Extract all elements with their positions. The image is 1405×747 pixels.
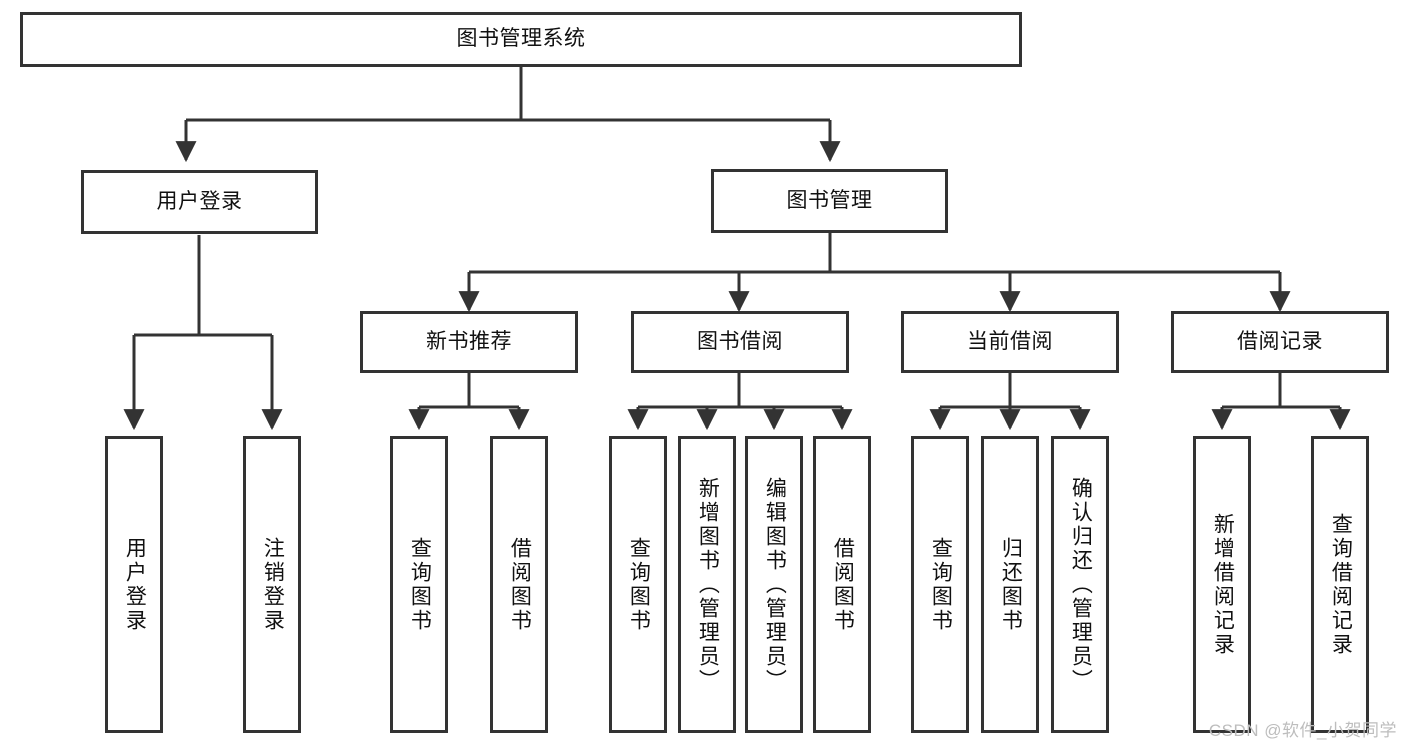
node-user-login-label: 用户登录 <box>156 189 243 213</box>
node-book-management[interactable]: 图书管理 <box>711 169 948 233</box>
node-leaf-return-book-label: 归还图书 <box>999 536 1023 633</box>
node-leaf-query-book-2-label: 查询图书 <box>627 536 651 633</box>
node-leaf-add-record[interactable]: 新增借阅记录 <box>1193 436 1251 733</box>
node-leaf-query-book-3-label: 查询图书 <box>929 536 953 633</box>
node-leaf-user-login[interactable]: 用户登录 <box>105 436 163 733</box>
node-leaf-edit-book[interactable]: 编辑图书（管理员） <box>745 436 803 733</box>
node-leaf-query-book-1-label: 查询图书 <box>408 536 432 633</box>
node-user-login[interactable]: 用户登录 <box>81 170 318 234</box>
node-borrow-records-label: 借阅记录 <box>1237 329 1323 353</box>
node-leaf-query-book-3[interactable]: 查询图书 <box>911 436 969 733</box>
node-leaf-user-logout[interactable]: 注销登录 <box>243 436 301 733</box>
node-leaf-return-book[interactable]: 归还图书 <box>981 436 1039 733</box>
node-root-label: 图书管理系统 <box>456 27 586 51</box>
node-leaf-confirm-return[interactable]: 确认归还（管理员） <box>1051 436 1109 733</box>
node-current-borrow-label: 当前借阅 <box>967 329 1053 353</box>
node-leaf-add-book[interactable]: 新增图书（管理员） <box>678 436 736 733</box>
node-leaf-query-book-2[interactable]: 查询图书 <box>609 436 667 733</box>
node-leaf-query-book-1[interactable]: 查询图书 <box>390 436 448 733</box>
node-leaf-add-book-label: 新增图书（管理员） <box>696 476 720 693</box>
node-leaf-confirm-return-label: 确认归还（管理员） <box>1069 476 1093 693</box>
node-leaf-edit-book-label: 编辑图书（管理员） <box>763 476 787 693</box>
watermark-text: CSDN @软件_小贺同学 <box>1208 721 1397 740</box>
node-new-book-recommend[interactable]: 新书推荐 <box>360 311 578 373</box>
node-current-borrow[interactable]: 当前借阅 <box>901 311 1119 373</box>
node-leaf-borrow-book-2[interactable]: 借阅图书 <box>813 436 871 733</box>
node-new-book-recommend-label: 新书推荐 <box>426 329 512 353</box>
node-leaf-borrow-book-1-label: 借阅图书 <box>508 536 532 633</box>
node-leaf-user-logout-label: 注销登录 <box>261 536 285 633</box>
node-book-management-label: 图书管理 <box>786 188 873 212</box>
node-leaf-borrow-book-2-label: 借阅图书 <box>831 536 855 633</box>
node-leaf-query-record[interactable]: 查询借阅记录 <box>1311 436 1369 733</box>
node-leaf-query-record-label: 查询借阅记录 <box>1329 512 1353 657</box>
node-borrow-records[interactable]: 借阅记录 <box>1171 311 1389 373</box>
node-root[interactable]: 图书管理系统 <box>20 12 1022 67</box>
node-book-borrow-label: 图书借阅 <box>697 329 783 353</box>
node-book-borrow[interactable]: 图书借阅 <box>631 311 849 373</box>
node-leaf-add-record-label: 新增借阅记录 <box>1211 512 1235 657</box>
node-leaf-user-login-label: 用户登录 <box>123 536 147 633</box>
node-leaf-borrow-book-1[interactable]: 借阅图书 <box>490 436 548 733</box>
